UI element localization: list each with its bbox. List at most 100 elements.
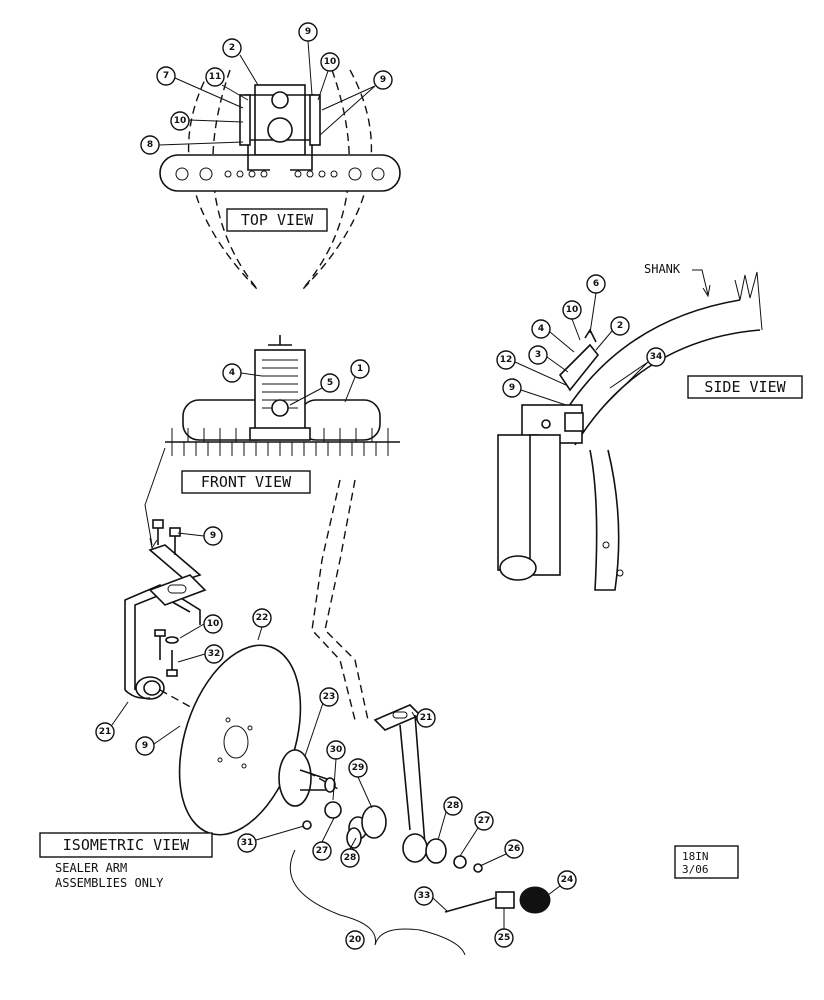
svg-text:20: 20 (349, 935, 362, 945)
svg-text:24: 24 (561, 875, 574, 885)
svg-text:28: 28 (344, 853, 357, 863)
svg-text:30: 30 (330, 745, 343, 755)
svg-text:5: 5 (327, 378, 333, 388)
front-view-label: FRONT VIEW (181, 470, 311, 494)
connector-dashed (324, 479, 369, 721)
svg-text:SHANK: SHANK (644, 262, 681, 276)
callout-1: 1 (350, 359, 370, 379)
svg-text:25: 25 (498, 933, 511, 943)
callout-10d: 10 (203, 614, 223, 634)
callout-10: 10 (320, 52, 340, 72)
callout-26: 26 (504, 839, 524, 859)
svg-text:6: 6 (593, 279, 599, 289)
svg-text:32: 32 (208, 649, 221, 659)
svg-text:12: 12 (500, 355, 513, 365)
side-leaders (514, 292, 649, 406)
connector-dashed-2 (311, 479, 356, 721)
callout-31: 31 (237, 833, 257, 853)
callout-22: 22 (252, 608, 272, 628)
svg-text:FRONT VIEW: FRONT VIEW (201, 473, 292, 491)
callout-4b: 4 (531, 319, 551, 339)
svg-text:18IN: 18IN (682, 850, 709, 863)
callout-9c: 9 (502, 378, 522, 398)
callout-20: 20 (345, 930, 365, 950)
callout-4: 4 (222, 363, 242, 383)
svg-text:21: 21 (420, 713, 433, 723)
callout-11: 11 (205, 67, 225, 87)
callout-23: 23 (319, 687, 339, 707)
callout-27b: 27 (312, 841, 332, 861)
svg-text:9: 9 (509, 383, 515, 393)
svg-text:23: 23 (323, 692, 336, 702)
callout-27: 27 (474, 811, 494, 831)
svg-text:29: 29 (352, 763, 365, 773)
callout-6: 6 (586, 274, 606, 294)
svg-text:4: 4 (229, 368, 235, 378)
svg-text:SIDE VIEW: SIDE VIEW (704, 378, 786, 396)
svg-text:7: 7 (163, 71, 169, 81)
svg-text:10: 10 (566, 305, 579, 315)
callout-10c: 10 (562, 300, 582, 320)
svg-text:1: 1 (357, 364, 363, 374)
callout-33: 33 (414, 886, 434, 906)
svg-text:22: 22 (256, 613, 269, 623)
callout-3: 3 (528, 345, 548, 365)
callout-8: 8 (140, 135, 160, 155)
callout-34: 34 (646, 347, 666, 367)
svg-text:2: 2 (229, 43, 235, 53)
top-view-drawing (159, 69, 401, 291)
svg-text:31: 31 (241, 838, 254, 848)
callout-21: 21 (95, 722, 115, 742)
svg-text:ISOMETRIC VIEW: ISOMETRIC VIEW (63, 836, 190, 854)
svg-text:21: 21 (99, 727, 112, 737)
svg-text:27: 27 (478, 816, 491, 826)
front-leaders (240, 372, 356, 406)
svg-text:11: 11 (209, 72, 222, 82)
svg-text:9: 9 (142, 741, 148, 751)
svg-text:TOP VIEW: TOP VIEW (241, 211, 314, 229)
callout-2: 2 (222, 38, 242, 58)
svg-text:8: 8 (147, 140, 153, 150)
callout-9e: 9 (135, 736, 155, 756)
svg-text:4: 4 (538, 324, 544, 334)
callout-12: 12 (496, 350, 516, 370)
callout-21b: 21 (416, 708, 436, 728)
iso-leaders (111, 532, 561, 929)
callout-28: 28 (443, 796, 463, 816)
callout-2b: 2 (610, 316, 630, 336)
callout-30: 30 (326, 740, 346, 760)
callout-10b: 10 (170, 111, 190, 131)
svg-text:27: 27 (316, 846, 329, 856)
callout-24: 24 (557, 870, 577, 890)
isometric-drawing (124, 519, 551, 956)
callout-32: 32 (204, 644, 224, 664)
svg-text:33: 33 (418, 891, 431, 901)
svg-text:3/06: 3/06 (682, 863, 709, 876)
svg-text:3: 3 (535, 350, 541, 360)
svg-text:28: 28 (447, 801, 460, 811)
svg-text:10: 10 (207, 619, 220, 629)
callout-9b: 9 (373, 70, 393, 90)
sealer-note: SEALER ARM ASSEMBLIES ONLY (55, 861, 164, 890)
svg-text:9: 9 (305, 27, 311, 37)
svg-text:10: 10 (324, 57, 337, 67)
top-leaders (158, 40, 376, 146)
side-view-drawing (497, 271, 763, 591)
callout-9d: 9 (203, 526, 223, 546)
isometric-label: ISOMETRIC VIEW (39, 832, 213, 858)
connector-arrow (144, 447, 166, 550)
front-view-drawing (165, 335, 400, 456)
callout-25: 25 (494, 928, 514, 948)
side-view-label: SIDE VIEW (687, 375, 803, 399)
shank-label: SHANK (644, 262, 711, 298)
callout-7: 7 (156, 66, 176, 86)
svg-text:26: 26 (508, 844, 521, 854)
svg-text:SEALER ARM: SEALER ARM (55, 861, 127, 875)
callout-9: 9 (298, 22, 318, 42)
svg-text:9: 9 (380, 75, 386, 85)
svg-text:2: 2 (617, 321, 623, 331)
callout-29: 29 (348, 758, 368, 778)
revision-stamp: 18IN 3/06 (674, 845, 739, 879)
callout-5: 5 (320, 373, 340, 393)
